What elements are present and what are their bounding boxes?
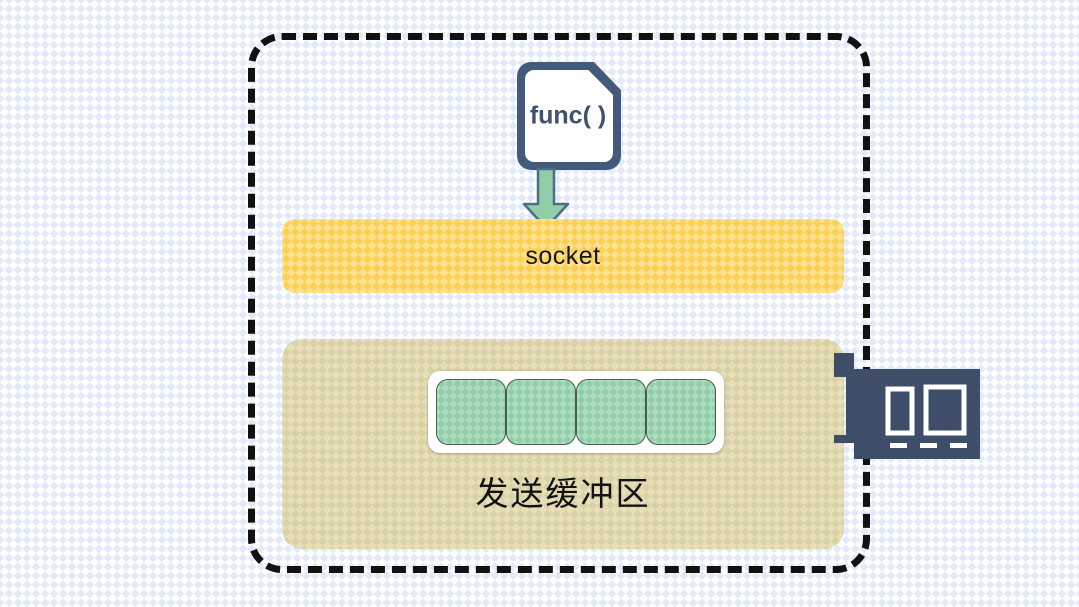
document-icon: func( ): [517, 62, 621, 170]
buffer-slot: [646, 379, 716, 445]
host-process-boundary: [248, 33, 870, 573]
down-arrow-icon: [521, 168, 571, 230]
socket-layer: socket: [282, 219, 844, 293]
document-icon-page: [525, 70, 613, 162]
send-buffer-label: 发送缓冲区: [475, 474, 651, 513]
socket-label: socket: [525, 241, 601, 270]
buffer-slot: [436, 379, 506, 445]
func-label: func( ): [529, 101, 607, 130]
buffer-slot: [576, 379, 646, 445]
buffer-slot-tray: [428, 371, 724, 453]
send-buffer-panel: 发送缓冲区: [282, 339, 844, 549]
buffer-slot: [506, 379, 576, 445]
network-card-icon: [830, 347, 1010, 472]
